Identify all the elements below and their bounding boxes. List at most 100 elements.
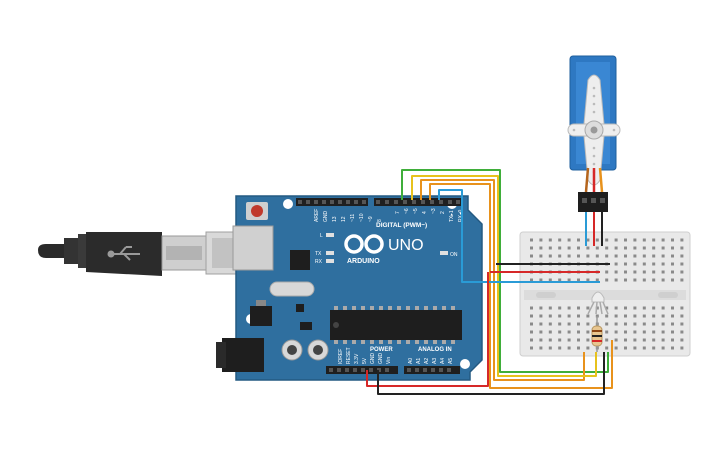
breadboard-hole [530, 306, 533, 310]
breadboard-hole [577, 346, 580, 350]
breadboard-hole [642, 270, 646, 274]
breadboard-hole [539, 246, 543, 250]
breadboard-hole [605, 270, 609, 274]
capacitor [281, 339, 303, 361]
mounting-hole [283, 199, 293, 209]
breadboard-hole [614, 314, 618, 318]
breadboard-hole [577, 314, 580, 318]
breadboard-hole [642, 254, 646, 258]
breadboard-hole [624, 346, 627, 350]
breadboard-hole [595, 254, 599, 258]
breadboard-hole [671, 254, 674, 258]
breadboard-hole [586, 306, 590, 310]
breadboard-hole [642, 338, 646, 342]
breadboard-hole [624, 314, 627, 318]
resistor[interactable] [591, 316, 603, 352]
wire-yellow[interactable] [411, 175, 597, 377]
breadboard-hole [661, 306, 665, 310]
breadboard-hole [680, 278, 684, 282]
breadboard-hole [680, 322, 684, 326]
pin-label-tx1: TX▸1 [449, 210, 455, 222]
breadboard-hole [539, 238, 543, 242]
pin-label-a2: A2 [424, 358, 430, 364]
breadboard-hole [661, 322, 665, 326]
breadboard-hole [624, 306, 627, 310]
pin-label-7: 7 [395, 211, 401, 214]
pin-label-a0: A0 [408, 358, 414, 364]
breadboard-hole [652, 306, 656, 310]
breadboard-hole [642, 246, 646, 250]
breadboard-hole [567, 322, 571, 326]
pin-label-3v3: 3.3V [354, 353, 360, 364]
breadboard-hole [652, 262, 656, 266]
pin-label-gnd: GND [323, 211, 329, 223]
breadboard-hole [680, 246, 684, 250]
breadboard-hole [680, 262, 684, 266]
breadboard-hole [539, 330, 543, 334]
breadboard-hole [548, 306, 552, 310]
breadboard-hole [624, 246, 627, 250]
breadboard-hole [652, 338, 656, 342]
breadboard-hole [530, 278, 533, 282]
reset-button[interactable] [246, 202, 268, 220]
wire-orange-short[interactable] [429, 183, 613, 389]
breadboard-hole [548, 278, 552, 282]
breadboard-hole [633, 246, 637, 250]
breadboard-hole [530, 338, 533, 342]
servo-motor[interactable] [567, 55, 621, 212]
breadboard[interactable] [519, 231, 691, 357]
wire-gnd-black[interactable] [377, 352, 605, 395]
breadboard-hole [680, 238, 684, 242]
arduino-uno-board[interactable]: AREF GND 13 12 ~11 ~10 ~9 8 7 ~6 ~5 4 ~3… [216, 195, 483, 381]
wire-5v-red[interactable] [366, 272, 489, 387]
breadboard-hole [614, 306, 618, 310]
breadboard-hole [558, 254, 562, 258]
breadboard-hole [633, 278, 637, 282]
breadboard-hole [614, 338, 618, 342]
breadboard-hole [614, 254, 618, 258]
crystal [269, 281, 315, 297]
dc-power-jack [222, 338, 264, 372]
led-on [440, 251, 448, 255]
breadboard-hole [624, 262, 627, 266]
breadboard-hole [530, 330, 533, 334]
breadboard-hole [624, 322, 627, 326]
pin-label-gnd2: GND [378, 353, 384, 365]
breadboard-hole [577, 246, 580, 250]
pin-label-aref: AREF [314, 209, 320, 222]
breadboard-hole [661, 262, 665, 266]
breadboard-hole [586, 254, 590, 258]
breadboard-hole [558, 322, 562, 326]
breadboard-hole [614, 322, 618, 326]
wire-blue[interactable] [438, 189, 600, 283]
breadboard-hole [530, 254, 533, 258]
breadboard-hole [671, 262, 674, 266]
breadboard-hole [577, 278, 580, 282]
arduino-logo-icon [344, 234, 384, 254]
pin-label-a1: A1 [416, 358, 422, 364]
pin-label-vin: Vin [386, 357, 392, 364]
breadboard-hole [652, 314, 656, 318]
breadboard-hole [633, 306, 637, 310]
breadboard-hole [633, 254, 637, 258]
breadboard-hole [652, 246, 656, 250]
pin-label-a5: A5 [448, 358, 454, 364]
breadboard-hole [661, 338, 665, 342]
breadboard-hole [595, 246, 599, 250]
breadboard-hole [595, 278, 599, 282]
breadboard-hole [586, 246, 590, 250]
mounting-hole [460, 359, 470, 369]
led-l [326, 233, 334, 237]
rgb-led[interactable] [587, 291, 609, 315]
breadboard-hole [671, 322, 674, 326]
pin-label-5v: 5V [362, 357, 368, 364]
breadboard-hole [548, 338, 552, 342]
breadboard-holes [530, 238, 684, 350]
breadboard-hole [624, 238, 627, 242]
usb-icon [107, 246, 140, 261]
breadboard-hole [671, 270, 674, 274]
wires [366, 169, 613, 395]
breadboard-hole [567, 238, 571, 242]
pin-label-a3: A3 [432, 358, 438, 364]
